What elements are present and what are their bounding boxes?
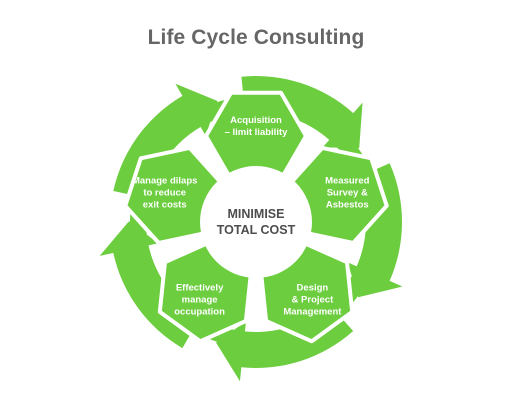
stage-label-line: Measured xyxy=(325,175,370,186)
stage-label-line: Design xyxy=(297,283,329,294)
diagram-title: Life Cycle Consulting xyxy=(147,26,365,49)
stage-label-line: Acquisition xyxy=(230,115,282,126)
stage-label-line: manage xyxy=(182,295,218,306)
stage-label-line: Effectively xyxy=(176,283,224,294)
center-label-line1: MINIMISE xyxy=(228,207,285,221)
stage-label-line: & Project xyxy=(292,295,335,306)
stage-label-line: – limit liability xyxy=(225,127,289,138)
stage-label-line: Management xyxy=(283,307,342,318)
stage-label-line: Manage dilaps xyxy=(132,175,197,186)
center-label-line2: TOTAL COST xyxy=(217,223,296,237)
stage-label-line: Asbestos xyxy=(326,199,369,210)
stage-label-acquisition: Acquisition– limit liability xyxy=(225,115,289,138)
center-circle xyxy=(200,166,312,278)
stage-label-line: exit costs xyxy=(143,199,187,210)
stage-label-line: Survey & xyxy=(327,187,368,198)
stage-label-line: occupation xyxy=(174,307,225,318)
stage-label-line: to reduce xyxy=(143,187,186,198)
